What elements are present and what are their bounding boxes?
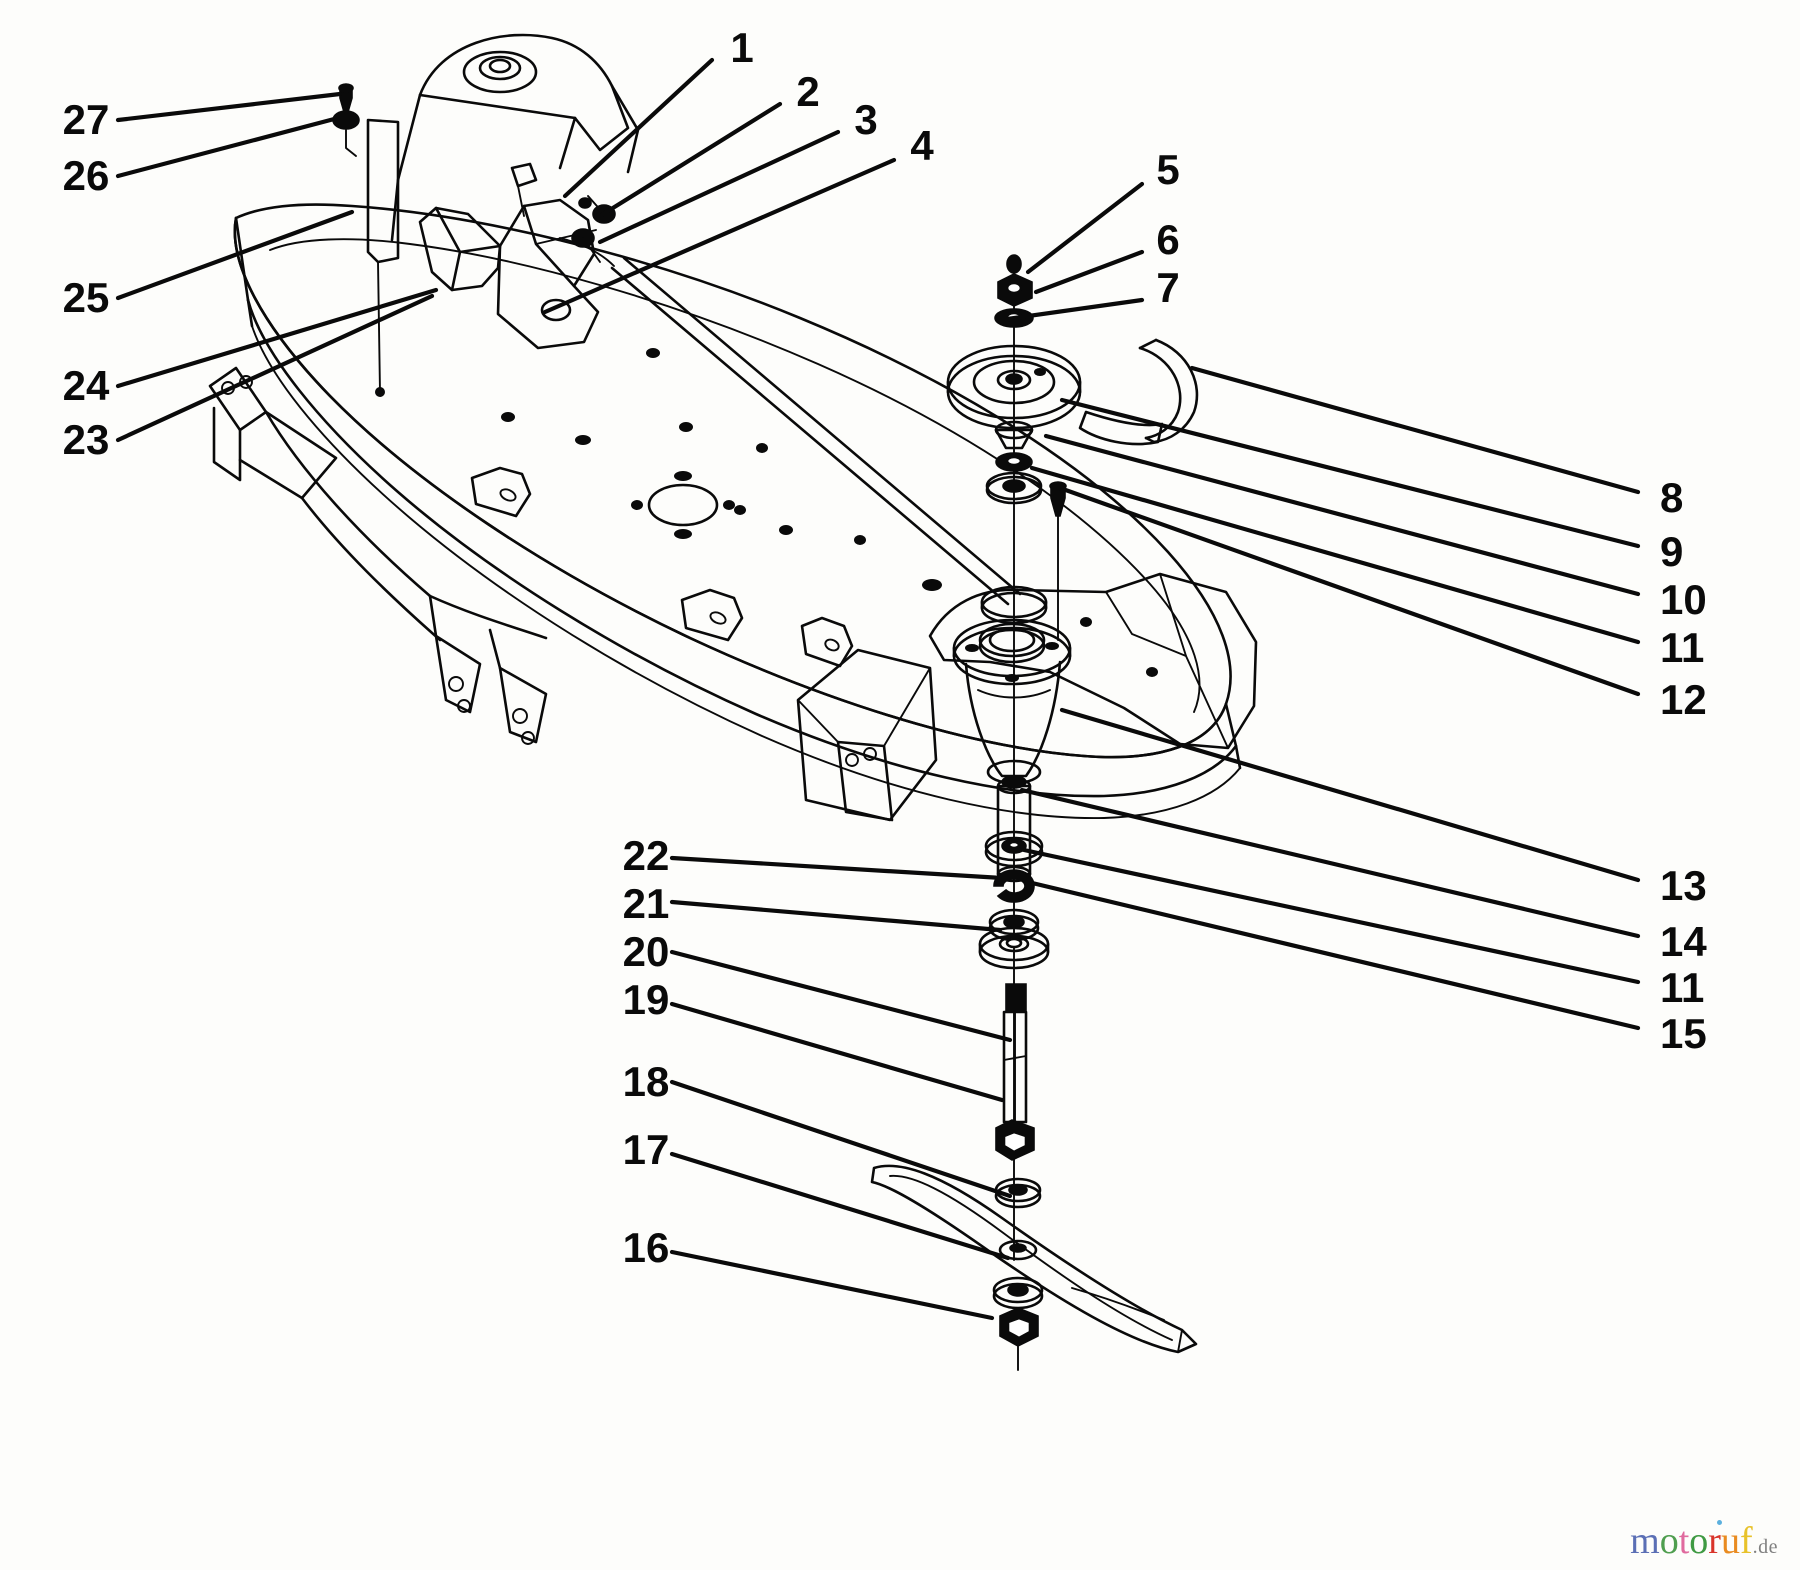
callout-number-7: 7 xyxy=(1156,264,1179,311)
watermark-suffix: .de xyxy=(1752,1536,1778,1558)
callout-number-18: 18 xyxy=(623,1058,670,1105)
callout-number-9: 9 xyxy=(1660,528,1683,575)
spindle-housing-assembly xyxy=(952,585,1072,785)
watermark-letter-o2: o xyxy=(1689,1520,1709,1562)
callout-number-16: 16 xyxy=(623,1224,670,1271)
callout-number-23: 23 xyxy=(63,416,110,463)
callout-number-1: 1 xyxy=(730,24,753,71)
callout-number-6: 6 xyxy=(1156,216,1179,263)
watermark-letter-f: f xyxy=(1739,1520,1753,1562)
callout-number-26: 26 xyxy=(63,152,110,199)
upper-pulley-assembly xyxy=(946,254,1199,641)
mower-deck-housing xyxy=(208,33,1258,822)
watermark-letter-u: u xyxy=(1720,1520,1740,1562)
callout-number-22: 22 xyxy=(623,832,670,879)
callout-number-27: 27 xyxy=(63,96,110,143)
watermark-letter-t: t xyxy=(1678,1520,1690,1562)
watermark-dot xyxy=(1717,1520,1722,1525)
callout-number-13: 13 xyxy=(1660,862,1707,909)
callout-number-17: 17 xyxy=(623,1126,670,1173)
motoruf-watermark: motoruf.de xyxy=(1630,1520,1778,1562)
callout-number-8: 8 xyxy=(1660,474,1683,521)
callout-leader-lines xyxy=(115,57,1641,1321)
watermark-letter-m: m xyxy=(1630,1520,1660,1562)
callout-number-11-upper: 11 xyxy=(1660,624,1704,671)
callout-number-25: 25 xyxy=(63,274,110,321)
callout-number-4: 4 xyxy=(910,122,934,169)
lower-spindle-stack xyxy=(978,629,1050,1261)
callout-number-19: 19 xyxy=(623,976,670,1023)
callout-number-15: 15 xyxy=(1660,1010,1707,1057)
watermark-letter-o1: o xyxy=(1659,1520,1679,1562)
spindle-shaft-and-blade xyxy=(870,983,1198,1371)
callout-number-3: 3 xyxy=(854,96,877,143)
callout-number-24: 24 xyxy=(63,362,110,409)
callout-number-5: 5 xyxy=(1156,146,1179,193)
watermark-letter-r: r xyxy=(1708,1520,1721,1562)
callout-number-11-lower: 11 xyxy=(1660,964,1704,1011)
callout-number-10: 10 xyxy=(1660,576,1707,623)
callout-number-21: 21 xyxy=(623,880,670,927)
callout-numbers: 1 2 3 4 5 6 7 8 9 10 11 12 13 14 11 15 1… xyxy=(63,24,1708,1271)
callout-number-2: 2 xyxy=(796,68,819,115)
callout-number-12: 12 xyxy=(1660,676,1707,723)
callout-number-14: 14 xyxy=(1660,918,1707,965)
callout-number-20: 20 xyxy=(623,928,670,975)
